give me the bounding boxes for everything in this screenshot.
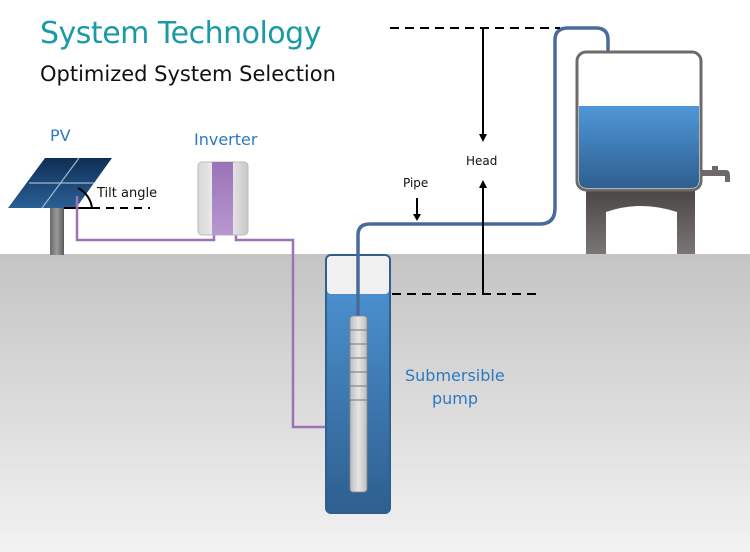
pipe-label: Pipe xyxy=(403,176,429,190)
pump-label-line2: pump xyxy=(432,389,479,408)
tilt-angle-arc xyxy=(64,187,94,209)
pipe-arrow-head xyxy=(413,214,421,221)
pump-label-line1: Submersible xyxy=(405,366,505,385)
page-subtitle: Optimized System Selection xyxy=(40,62,336,86)
inverter-box xyxy=(197,161,249,236)
submersible-pump xyxy=(349,315,368,493)
tilt-angle-label: Tilt angle xyxy=(97,186,158,201)
water-tank xyxy=(575,50,703,192)
pv-pole xyxy=(50,200,64,255)
head-arrow-down-head xyxy=(479,134,487,142)
power-cable xyxy=(75,196,350,429)
head-label: Head xyxy=(466,154,498,168)
pv-label: PV xyxy=(50,126,71,145)
inverter-label: Inverter xyxy=(194,130,258,149)
page-title: System Technology xyxy=(40,16,321,51)
faucet-icon xyxy=(701,166,730,182)
water-pipe xyxy=(356,26,610,320)
head-arrow-up-head xyxy=(479,180,487,188)
tank-stand xyxy=(586,190,695,254)
pv-panel xyxy=(8,157,112,209)
